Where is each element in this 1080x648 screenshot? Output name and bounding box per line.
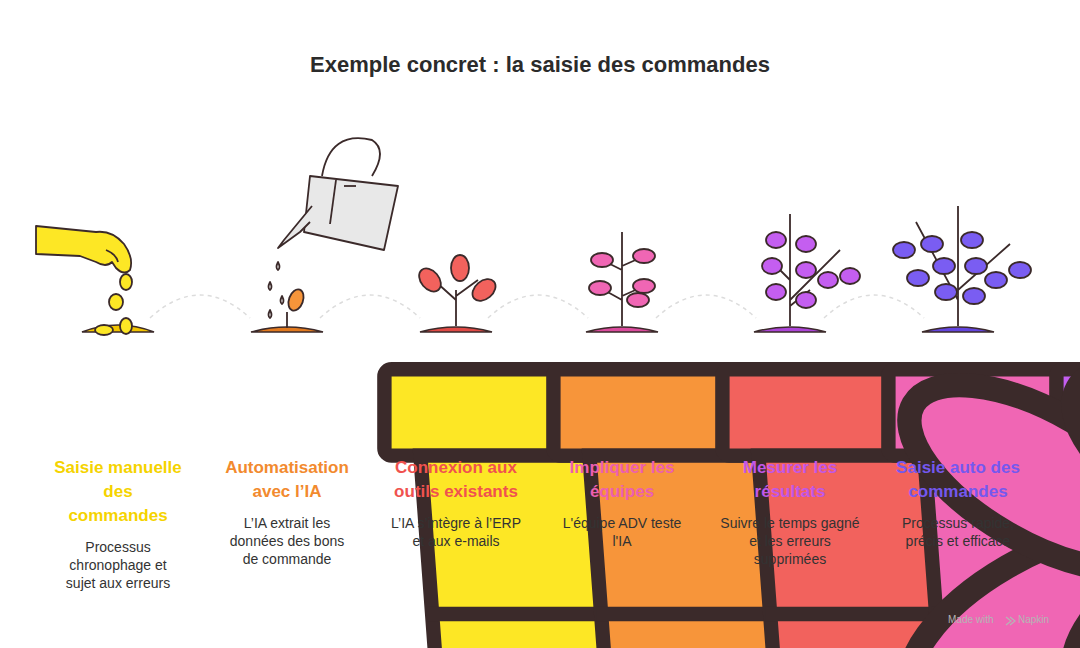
step-node: Connexion aux outils existantsL’IA s’int… xyxy=(381,456,531,550)
step-node: Automatisation avec l’IA L’IA extrait les… xyxy=(212,456,362,568)
watermark-text: Made with xyxy=(948,614,994,625)
step-heading: Saisie manuelle des commandes xyxy=(53,456,183,528)
step-node: Impliquer les équipesL'équipe ADV teste … xyxy=(547,456,697,550)
step-node: Saisie manuelle des commandesProcessus c… xyxy=(53,456,183,592)
step-heading: Mesurer les résultats xyxy=(715,456,865,504)
diagram-title: Exemple concret : la saisie des commande… xyxy=(0,52,1080,78)
step-description: Processus chronophage et sujet aux erreu… xyxy=(63,538,173,592)
step-heading: Impliquer les équipes xyxy=(547,456,697,504)
step-heading: Saisie auto des commandes xyxy=(883,456,1033,504)
step-description: L'équipe ADV teste l'IA xyxy=(552,514,692,550)
step-description: Processus rapide, précis et efficace xyxy=(893,514,1023,550)
step-description: Suivre le temps gagné et les erreurs sup… xyxy=(720,514,860,568)
step-description: L’IA s’intègre à l’ERP et aux e-mails xyxy=(386,514,526,550)
watermark-text: Napkin xyxy=(1018,614,1049,625)
step-node: Mesurer les résultatsSuivre le temps gag… xyxy=(715,456,865,568)
step-node: Saisie auto des commandesProcessus rapid… xyxy=(883,456,1033,550)
step-heading: Automatisation avec l’IA xyxy=(212,456,362,504)
step-heading: Connexion aux outils existants xyxy=(381,456,531,504)
step-description: L’IA extrait les données des bons de com… xyxy=(227,514,347,568)
